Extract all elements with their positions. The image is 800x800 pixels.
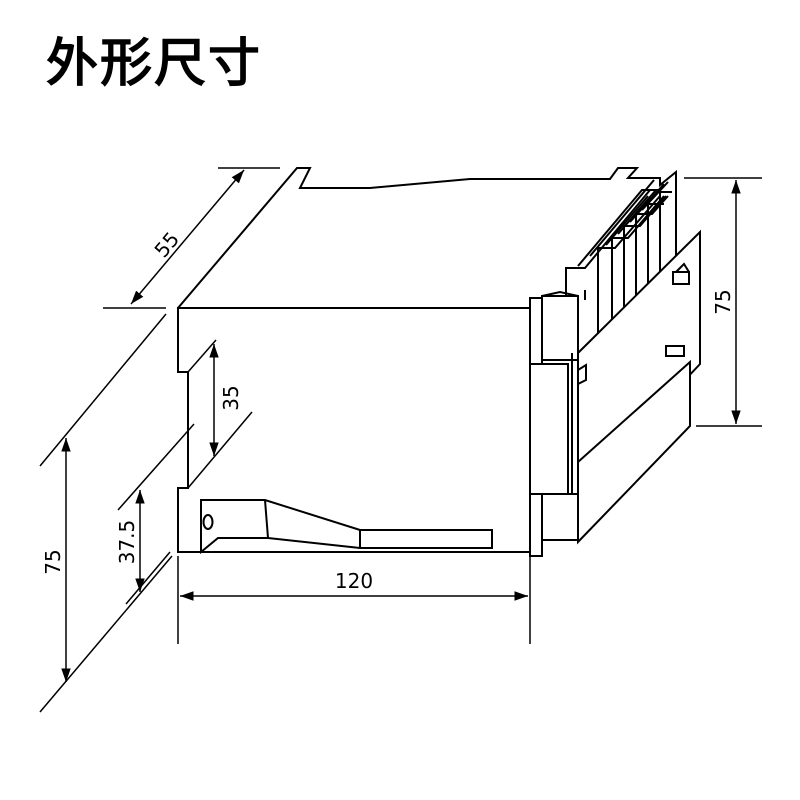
side-blocks: [529, 290, 579, 557]
dimension-lower-label: 37.5: [115, 520, 139, 565]
terminal-cover-lower: [577, 359, 691, 545]
dimension-height-right: 75: [684, 177, 762, 427]
dimension-cutout: 35: [187, 339, 253, 489]
dimension-cutout-label: 35: [219, 385, 243, 410]
clip-hole: [202, 514, 214, 530]
cover-tab-bottom: [665, 345, 685, 357]
page-title: 外形尺寸: [46, 34, 263, 94]
cover-tab-top: [672, 271, 690, 285]
dimension-depth-label: 55: [149, 227, 184, 262]
dimension-width-label: 120: [335, 569, 373, 593]
dimension-height-right-label: 75: [711, 289, 735, 314]
bottom-clip: [200, 499, 493, 555]
dimension-width: 120: [177, 556, 531, 644]
terminal-cover: [577, 229, 701, 497]
cooling-fins: [565, 179, 672, 338]
top-face: [177, 167, 677, 309]
dimension-height-left: 75: [39, 313, 173, 713]
dimension-depth: 55: [103, 167, 280, 309]
dimension-height-left-label: 75: [41, 549, 65, 574]
dimension-lower: 37.5: [115, 423, 195, 605]
